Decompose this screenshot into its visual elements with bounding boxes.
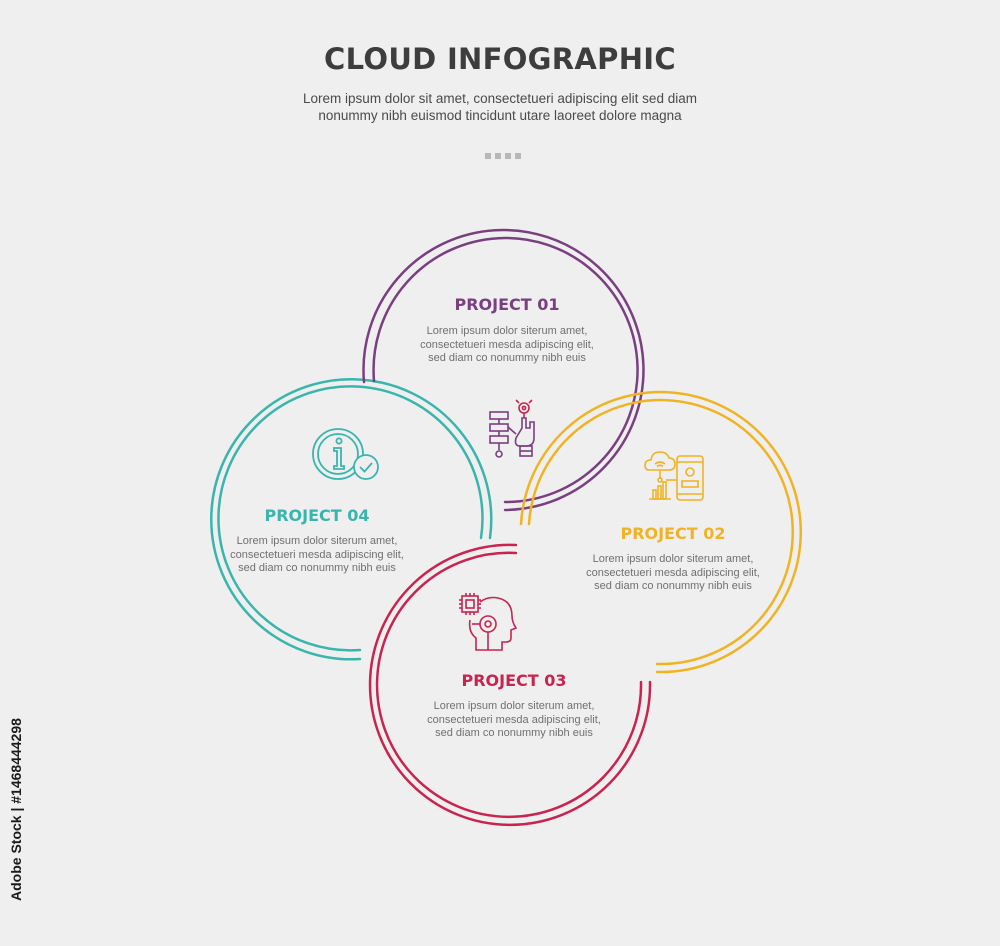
divider-dots — [485, 153, 525, 159]
ring-project-01 — [362, 228, 645, 512]
page-subtitle: Lorem ipsum dolor sit amet, consectetuer… — [303, 91, 697, 123]
project-04-title: PROJECT 04 — [264, 506, 370, 525]
project-03-body: Lorem ipsum dolor siterum amet, consecte… — [427, 700, 601, 740]
cloud-mobile-icon — [644, 451, 704, 501]
stock-watermark: Adobe Stock | #1468444298 — [8, 718, 24, 902]
project-03-title: PROJECT 03 — [461, 671, 567, 690]
project-02-body: Lorem ipsum dolor siterum amet, consecte… — [586, 553, 760, 593]
info-check-icon — [312, 428, 379, 480]
page-title: CLOUD INFOGRAPHIC — [324, 42, 676, 76]
project-01-body: Lorem ipsum dolor siterum amet, consecte… — [420, 325, 594, 365]
ring-project-02 — [519, 390, 803, 674]
robot-hand-icon — [489, 399, 535, 458]
project-01-title: PROJECT 01 — [454, 295, 560, 314]
ring-project-03 — [368, 543, 652, 827]
project-04-body: Lorem ipsum dolor siterum amet, consecte… — [230, 535, 404, 575]
ring-project-04 — [210, 378, 493, 661]
project-02-title: PROJECT 02 — [620, 524, 726, 543]
ai-head-chip-icon — [459, 593, 518, 651]
